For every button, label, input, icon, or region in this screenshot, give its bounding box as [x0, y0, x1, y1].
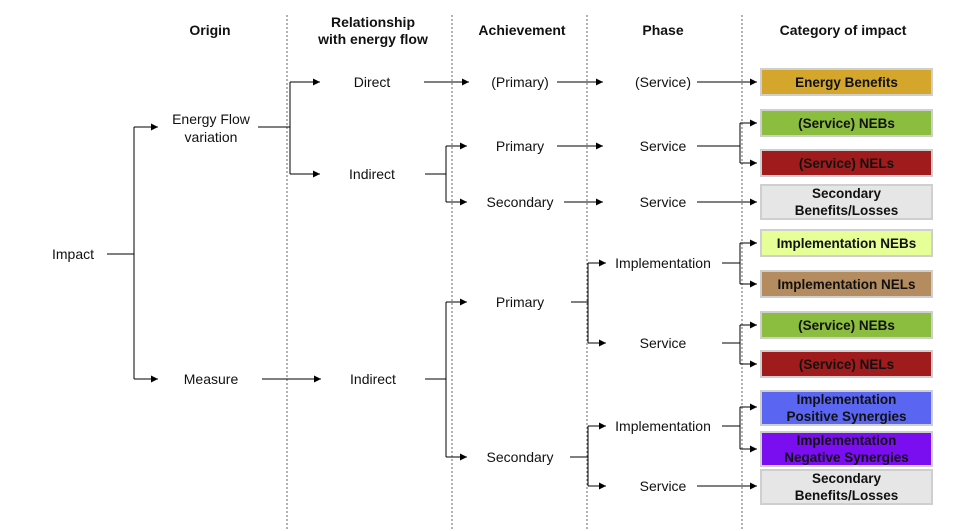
node-implementation-1: Implementation [615, 255, 711, 271]
header-relationship: Relationship with energy flow [318, 14, 428, 47]
category-service-nebs-1: (Service) NEBs [760, 109, 933, 137]
header-achievement: Achievement [478, 22, 566, 38]
header-category: Category of impact [779, 22, 907, 38]
category-implementation-nebs: Implementation NEBs [760, 229, 933, 257]
node-service-paren: (Service) [634, 74, 692, 90]
node-primary-1: Primary [495, 138, 545, 154]
header-origin: Origin [189, 22, 231, 38]
category-implementation-positive-synergies: Implementation Positive Synergies [760, 390, 933, 426]
node-primary-2: Primary [495, 294, 545, 310]
node-impact: Impact [52, 246, 95, 262]
node-service-3: Service [639, 335, 687, 351]
category-service-nels-2: (Service) NELs [760, 350, 933, 378]
node-primary-paren: (Primary) [491, 74, 549, 90]
category-secondary-benefits-losses-1: Secondary Benefits/Losses [760, 184, 933, 220]
node-indirect-measure: Indirect [350, 371, 396, 387]
header-phase: Phase [642, 22, 684, 38]
column-dividers [286, 15, 743, 531]
node-indirect-energy: Indirect [349, 166, 395, 182]
category-energy-benefits: Energy Benefits [760, 68, 933, 96]
category-secondary-benefits-losses-2: Secondary Benefits/Losses [760, 469, 933, 505]
node-secondary-2: Secondary [486, 449, 554, 465]
node-secondary-1: Secondary [486, 194, 554, 210]
category-implementation-nels: Implementation NELs [760, 270, 933, 298]
node-direct: Direct [353, 74, 391, 90]
category-service-nebs-2: (Service) NEBs [760, 311, 933, 339]
node-implementation-2: Implementation [615, 418, 711, 434]
node-service-2: Service [639, 194, 687, 210]
node-service-4: Service [639, 478, 687, 494]
node-service-1: Service [639, 138, 687, 154]
category-implementation-negative-synergies: Implementation Negative Synergies [760, 431, 933, 467]
node-measure: Measure [183, 371, 239, 387]
node-energy-flow-variation: Energy Flow variation [172, 111, 250, 145]
category-service-nels-1: (Service) NELs [760, 149, 933, 177]
